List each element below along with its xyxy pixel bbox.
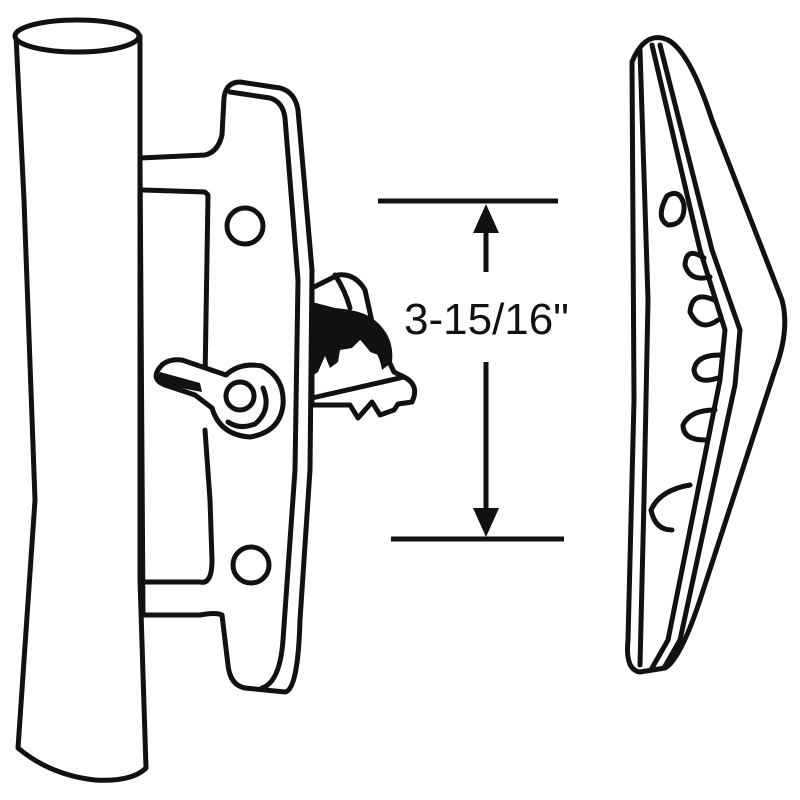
arrow-down-icon	[473, 508, 499, 537]
latch-hook	[309, 272, 418, 421]
dimension-label: 3-15/16"	[402, 295, 571, 344]
pull-handle	[12, 17, 149, 783]
screw-hole-bottom-icon	[230, 544, 272, 586]
vent-hole-icon	[687, 294, 721, 328]
screw-hole-top-icon	[224, 205, 266, 247]
vent-hole-icon	[648, 482, 693, 533]
lever-pivot-icon	[223, 379, 257, 413]
vent-hole-icon	[658, 191, 687, 228]
arrow-up-icon	[473, 204, 499, 233]
vent-hole-icon	[680, 407, 718, 443]
thumb-lever	[153, 357, 286, 440]
dimension-marker	[378, 198, 564, 542]
exterior-pull	[625, 35, 788, 675]
vent-hole-icon	[682, 250, 713, 281]
vent-hole-icon	[691, 352, 723, 383]
